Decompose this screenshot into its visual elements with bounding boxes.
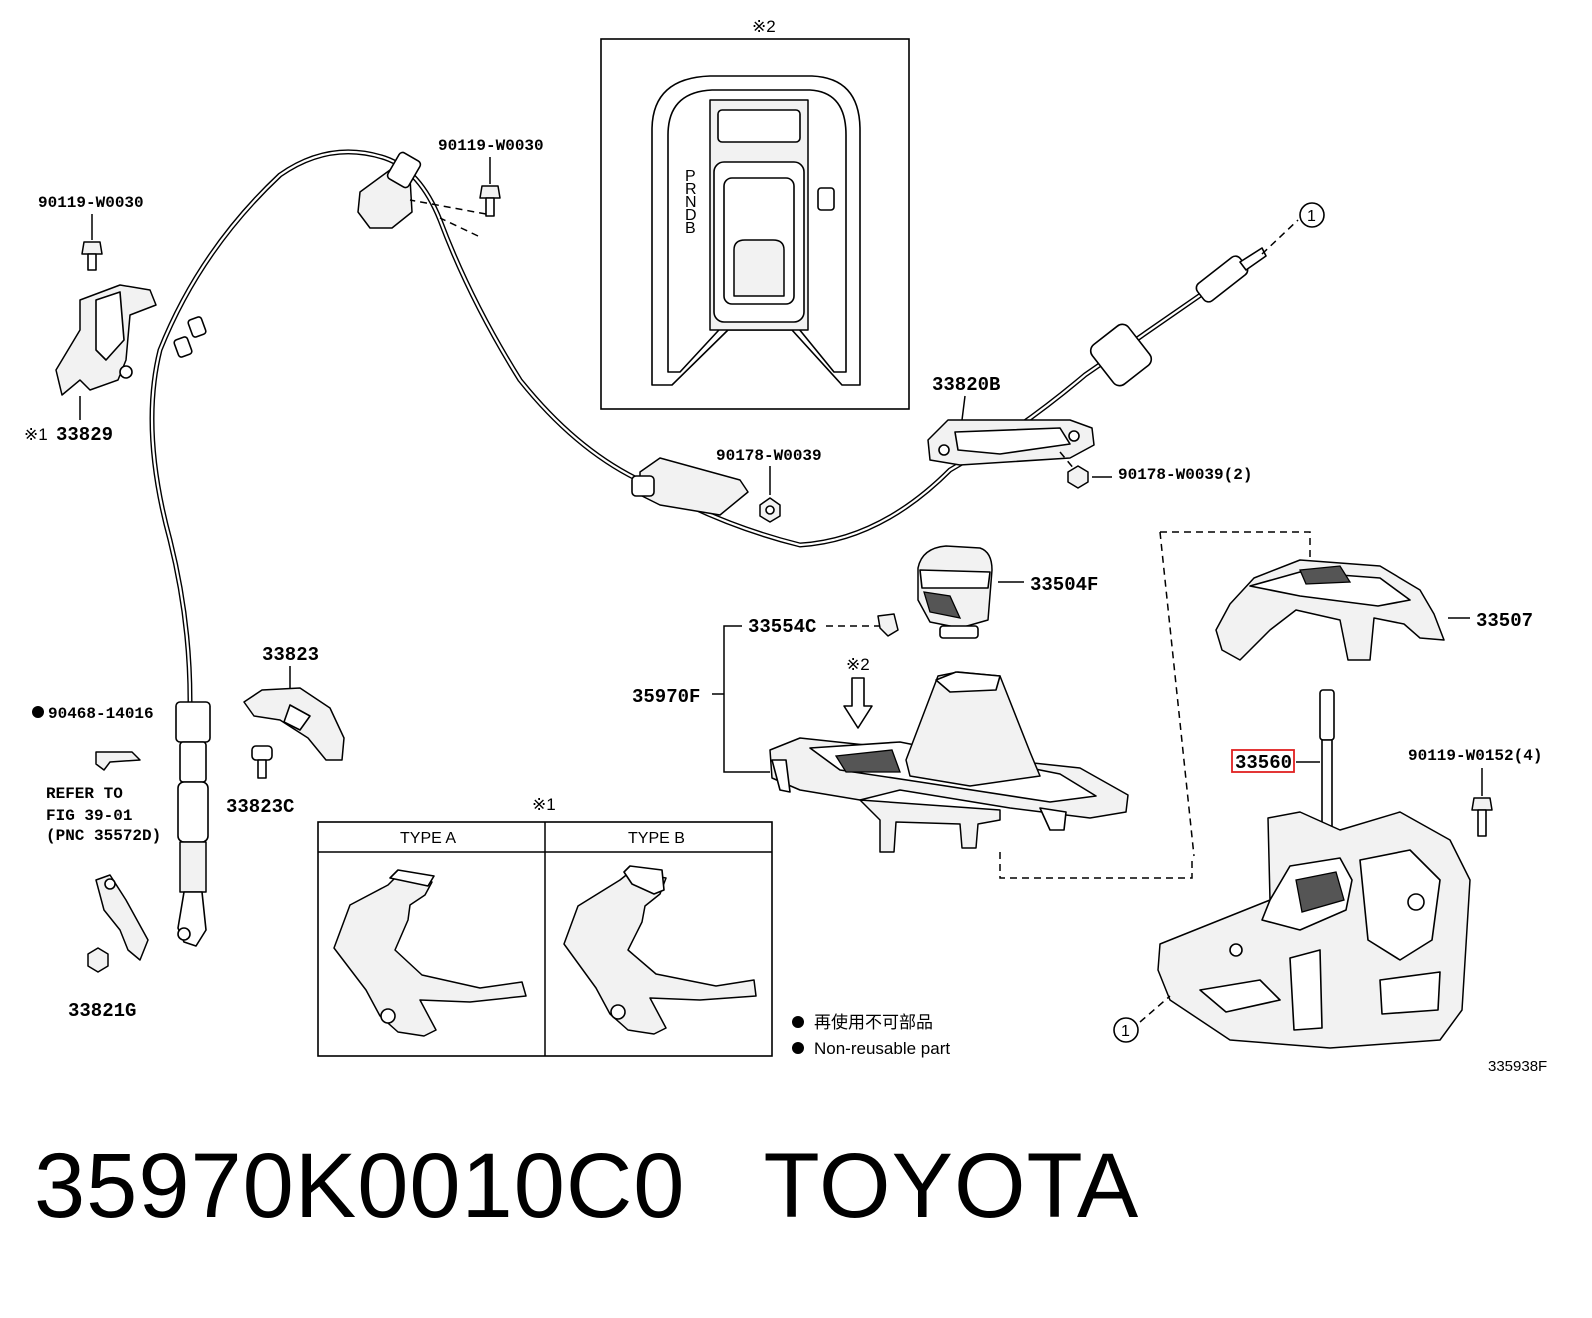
header-type-a: TYPE A [400, 830, 456, 847]
label-35970f: 35970F [632, 686, 700, 708]
gear-d: D [685, 207, 697, 224]
mark-types: ※1 [532, 795, 556, 814]
label-90178-mid: 90178-W0039 [716, 447, 822, 465]
legend-dot-en [792, 1042, 804, 1054]
console-panel-inset: ※2 P R N D B [600, 17, 910, 410]
refer-line-2: FIG 39-01 [46, 807, 132, 825]
circle-1-bottom-text: 1 [1121, 1023, 1130, 1040]
gear-p: P [685, 168, 696, 185]
legend: 再使用不可部品 Non-reusable part [792, 1012, 950, 1058]
header-type-b: TYPE B [628, 830, 685, 847]
cover-33507: 33507 [1159, 531, 1533, 857]
shift-cable [149, 149, 1299, 947]
console-assembly-35970f: ※2 [769, 655, 1193, 879]
nut-90178-mid: 90178-W0039 [716, 447, 822, 523]
gear-b: B [685, 220, 696, 237]
legend-en: Non-reusable part [814, 1039, 950, 1058]
drawing-number: 335938F [1488, 1058, 1548, 1075]
legend-dot-jp [792, 1016, 804, 1028]
circle-1-top-text: 1 [1307, 208, 1316, 225]
circle-marker-1-bottom: 1 [1113, 1017, 1139, 1043]
bracket-33829: 90119-W0030 ※1 33829 [24, 194, 157, 446]
mark-top: ※2 [752, 17, 776, 36]
label-90468: 90468-14016 [48, 705, 154, 723]
label-90119-top: 90119-W0030 [438, 137, 544, 155]
type-table: ※1 TYPE A TYPE B [317, 795, 773, 1057]
bolt-90119-top: 90119-W0030 [409, 137, 544, 237]
type-b-bracket [563, 865, 757, 1035]
bolt-90119-w0152: 90119-W0152(4) [1408, 747, 1542, 837]
label-33554c: 33554C [748, 616, 816, 638]
gear-r: R [685, 181, 697, 198]
label-33829: 33829 [56, 424, 113, 446]
mark-arrow: ※2 [846, 655, 870, 674]
legend-jp: 再使用不可部品 [814, 1012, 933, 1032]
bracket-33823: 33823 33823C [226, 644, 345, 818]
circle-marker-1-top: 1 [1299, 202, 1325, 228]
non-reusable-dot [32, 706, 44, 718]
gear-n: N [685, 194, 697, 211]
part-number-caption: 35970K0010C0 TOYOTA [34, 1135, 1140, 1237]
shift-knob-33504f: 33504F [917, 545, 1098, 639]
label-33823: 33823 [262, 644, 319, 666]
highlight-box [1231, 749, 1295, 773]
gear-indicator: P R N D B [685, 168, 697, 237]
label-33504f: 33504F [1030, 574, 1098, 596]
label-33823c: 33823C [226, 796, 294, 818]
type-a-bracket [333, 869, 527, 1037]
label-33820b: 33820B [932, 374, 1000, 396]
label-33560-group: 33560 [1231, 749, 1320, 774]
label-33821g: 33821G [68, 1000, 136, 1022]
label-90119-left: 90119-W0030 [38, 194, 144, 212]
label-33507: 33507 [1476, 610, 1533, 632]
clip-90468: 90468-14016 REFER TO FIG 39-01 (PNC 3557… [32, 705, 161, 1022]
label-90119-right: 90119-W0152(4) [1408, 747, 1542, 765]
refer-line-3: (PNC 35572D) [46, 827, 161, 845]
nut-90178-right: 90178-W0039(2) [1067, 465, 1252, 489]
mark-33829: ※1 [24, 425, 48, 444]
shift-lever-assembly-33560 [1139, 689, 1471, 1049]
label-group-35970f: 33554C 35970F [632, 613, 899, 773]
bracket-33820b: 33820B [927, 374, 1095, 471]
label-33560: 33560 [1235, 752, 1292, 774]
label-90178-right: 90178-W0039(2) [1118, 466, 1252, 484]
refer-line-1: REFER TO [46, 785, 123, 803]
